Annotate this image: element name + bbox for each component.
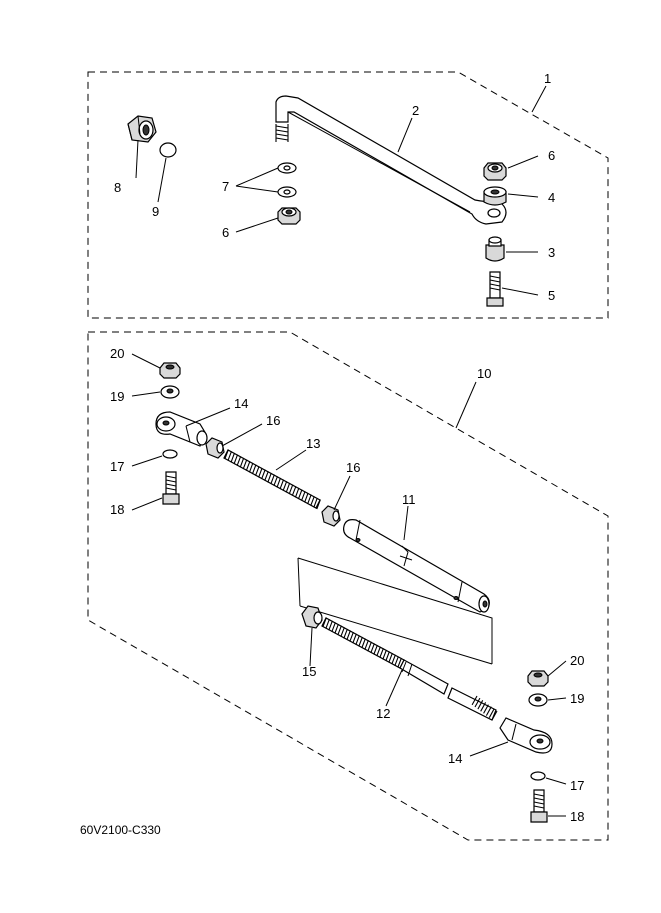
collar: [485, 236, 505, 262]
callout-9: 9: [152, 204, 159, 219]
callout-17-right: 17: [570, 778, 584, 793]
tube-11: [343, 519, 490, 613]
drawing-code: 60V2100-C330: [80, 823, 161, 837]
nut-15: [301, 605, 323, 629]
callout-13: 13: [306, 436, 320, 451]
callout-17-left: 17: [110, 459, 124, 474]
bolt-18-left: [162, 471, 180, 505]
nut-20-left: [159, 362, 181, 379]
rod-end-right: [499, 717, 553, 754]
callout-12: 12: [376, 706, 390, 721]
washer-pair: [277, 162, 297, 198]
threaded-rod-13: [223, 449, 321, 510]
jam-nut-16-mid: [321, 505, 341, 527]
drag-link-rod: [275, 95, 507, 225]
section-bracket-lower: [299, 605, 493, 665]
callout-20-right: 20: [570, 653, 584, 668]
callout-4: 4: [548, 190, 555, 205]
section-bracket: [297, 557, 493, 664]
callout-10: 10: [477, 366, 491, 381]
callout-14-left: 14: [234, 396, 248, 411]
jam-nut-16-left: [205, 437, 225, 459]
callout-16-mid: 16: [346, 460, 360, 475]
nut-right: [483, 162, 507, 181]
group-10-outline: [87, 331, 609, 841]
callout-20-left: 20: [110, 346, 124, 361]
callout-3: 3: [548, 245, 555, 260]
nut-20-right: [527, 670, 549, 687]
callout-6-right: 6: [548, 148, 555, 163]
bushing: [483, 186, 507, 206]
callout-8: 8: [114, 180, 121, 195]
leader-lines: [131, 85, 567, 817]
callout-11: 11: [402, 492, 416, 507]
callout-19-left: 19: [110, 389, 124, 404]
washer-17-right: [530, 771, 546, 781]
callout-18-left: 18: [110, 502, 124, 517]
callout-19-right: 19: [570, 691, 584, 706]
washer-19-left: [160, 385, 180, 399]
callout-15: 15: [302, 664, 316, 679]
callout-6-left: 6: [222, 225, 229, 240]
group-1-outline: [87, 71, 609, 319]
callout-2: 2: [412, 103, 419, 118]
o-ring: [159, 142, 177, 158]
bolt-18-right: [530, 789, 548, 823]
large-nut: [127, 115, 157, 143]
nut-left: [277, 207, 301, 225]
threaded-rod-12: [321, 617, 498, 721]
rod-end-left: [155, 411, 208, 447]
bolt-5: [486, 271, 504, 307]
washer-19-right: [528, 693, 548, 707]
callout-18-right: 18: [570, 809, 584, 824]
callout-5: 5: [548, 288, 555, 303]
callout-7: 7: [222, 179, 229, 194]
callout-14-right: 14: [448, 751, 462, 766]
washer-17-left: [162, 449, 178, 459]
callout-1: 1: [544, 71, 551, 86]
callout-16-left: 16: [266, 413, 280, 428]
